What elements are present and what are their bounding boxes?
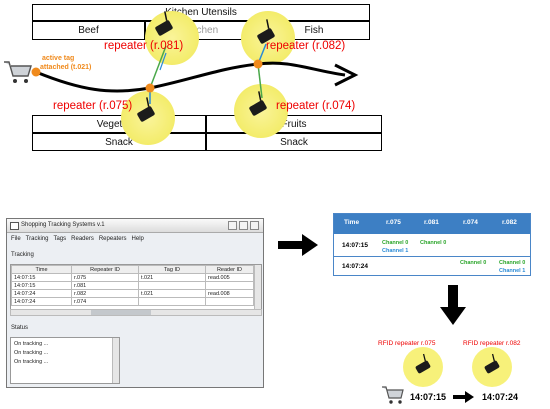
status-scrollbar[interactable]: [112, 338, 119, 383]
tag-point-r082: [253, 59, 263, 69]
table-cell: t.021: [138, 273, 206, 282]
tracking-table-container: Time Repeater ID Tag ID Reader ID 14:07:…: [10, 264, 262, 310]
shelf-snack-right: Snack: [206, 133, 382, 151]
shelf-kitchen-utensils: Kitchen Utensils: [32, 4, 370, 21]
coverage-zone-r081: [145, 11, 199, 65]
timeline-row1-time: 14:07:15: [342, 242, 369, 249]
tracking-table: Time Repeater ID Tag ID Reader ID 14:07:…: [11, 265, 254, 306]
tracking-app-window: Shopping Tracking Systems v.1 File Track…: [6, 218, 264, 388]
close-button[interactable]: [250, 221, 259, 230]
repeater-label-r074: repeater (r.074): [276, 100, 356, 112]
table-cell: [205, 281, 254, 290]
table-row[interactable]: 14:07:24 r.082 t.021 read.008: [11, 289, 254, 298]
table-cell: read.005: [205, 273, 254, 282]
reader-device-r081: [155, 11, 173, 36]
timeline-header-r082: r.082: [502, 219, 517, 226]
active-tag-label-line1: active tag: [42, 55, 75, 62]
table-row[interactable]: 14:07:15 r.081: [11, 281, 254, 290]
r075-channel1: Channel 1: [382, 248, 409, 254]
table-cell: 14:07:15: [11, 273, 72, 282]
table-cell: read.008: [205, 289, 254, 298]
window-title: Shopping Tracking Systems v.1: [21, 222, 105, 228]
repeater-label-r075: repeater (r.075): [53, 100, 133, 112]
status-line: On tracking ...: [14, 350, 49, 356]
result-shopping-cart-icon: [382, 386, 404, 404]
timeline-header-r081: r.081: [424, 219, 439, 226]
menu-bar: File Tracking Tags Readers Repeaters Hel…: [7, 233, 263, 244]
timeline-header-r075: r.075: [386, 219, 401, 226]
result-time-right: 14:07:24: [482, 392, 519, 402]
table-cell: r.074: [71, 297, 139, 306]
col-reader-id[interactable]: Reader ID: [205, 265, 254, 274]
r074-channel0: Channel 0: [460, 260, 487, 266]
active-tag-label-line2: attached (t.021): [40, 64, 92, 71]
down-arrow-icon: [440, 285, 466, 325]
shopper-path-line: [35, 61, 346, 93]
repeater-timeline-table: Time r.075 r.081 r.074 r.082 14:07:15 14…: [333, 213, 531, 276]
table-cell: r.081: [71, 281, 139, 290]
menu-tags[interactable]: Tags: [53, 235, 67, 242]
repeater-label-r082: repeater (r.082): [266, 40, 346, 52]
menu-readers[interactable]: Readers: [71, 235, 94, 242]
result-label-r075: RFID repeater r.075: [378, 340, 436, 347]
table-cell: r.082: [71, 289, 139, 298]
table-cell: 14:07:24: [11, 297, 72, 306]
path-arrowhead: [334, 63, 359, 87]
table-cell: 14:07:15: [11, 281, 72, 290]
col-time[interactable]: Time: [11, 265, 72, 274]
tracking-path-svg: [4, 11, 359, 145]
menu-tracking[interactable]: Tracking: [25, 235, 49, 242]
status-line: On tracking ...: [14, 359, 49, 365]
table-cell: [205, 297, 254, 306]
timeline-header-time: Time: [344, 219, 360, 226]
r081-channel0: Channel 0: [420, 240, 447, 246]
status-section-label: Status: [11, 325, 29, 331]
menu-repeaters[interactable]: Repeaters: [98, 235, 127, 242]
timeline-header: Time r.075 r.081 r.074 r.082: [334, 214, 530, 234]
timeline-row2-time: 14:07:24: [342, 263, 369, 270]
result-arrow-icon: [453, 391, 474, 403]
r075-channel0: Channel 0: [382, 240, 409, 246]
table-cell: t.021: [138, 289, 206, 298]
maximize-button[interactable]: [239, 221, 248, 230]
col-repeater-id[interactable]: Repeater ID: [71, 265, 139, 274]
table-row[interactable]: 14:07:24 r.074: [11, 297, 254, 306]
result-reader-r075: [415, 353, 431, 374]
right-arrow-icon: [278, 234, 318, 256]
r082-channel1: Channel 1: [499, 268, 526, 274]
result-reader-r082: [484, 353, 500, 374]
table-cell: 14:07:24: [11, 289, 72, 298]
tracking-section-label: Tracking: [11, 252, 34, 258]
table-vertical-scrollbar[interactable]: [254, 265, 261, 309]
result-time-left: 14:07:15: [410, 392, 447, 402]
menu-file[interactable]: File: [11, 235, 21, 242]
menu-help[interactable]: Help: [131, 235, 144, 242]
reader-device-r074: [249, 91, 267, 116]
tag-point-start: [31, 67, 41, 77]
table-cell: [138, 281, 206, 290]
timeline-header-r074: r.074: [463, 219, 478, 226]
r082-channel0: Channel 0: [499, 260, 526, 266]
table-horizontal-scrollbar[interactable]: [10, 309, 262, 316]
repeater-label-r081: repeater (r.081): [104, 40, 184, 52]
result-label-r082: RFID repeater r.082: [463, 340, 521, 347]
status-log: On tracking ... On tracking ... On track…: [10, 337, 120, 384]
tag-point-r075: [145, 83, 155, 93]
status-line: On tracking ...: [14, 341, 49, 347]
result-graphics: [382, 347, 512, 404]
minimize-button[interactable]: [228, 221, 237, 230]
table-cell: r.075: [71, 273, 139, 282]
table-cell: [138, 297, 206, 306]
table-row[interactable]: 14:07:15 r.075 t.021 read.005: [11, 273, 254, 282]
shelf-beef: Beef: [32, 21, 145, 40]
window-titlebar: Shopping Tracking Systems v.1: [7, 219, 263, 233]
reader-device-r082: [257, 19, 275, 44]
col-tag-id[interactable]: Tag ID: [138, 265, 206, 274]
reader-device-r075: [137, 97, 155, 122]
shopping-cart-icon: [4, 61, 32, 83]
window-icon: [10, 222, 19, 230]
